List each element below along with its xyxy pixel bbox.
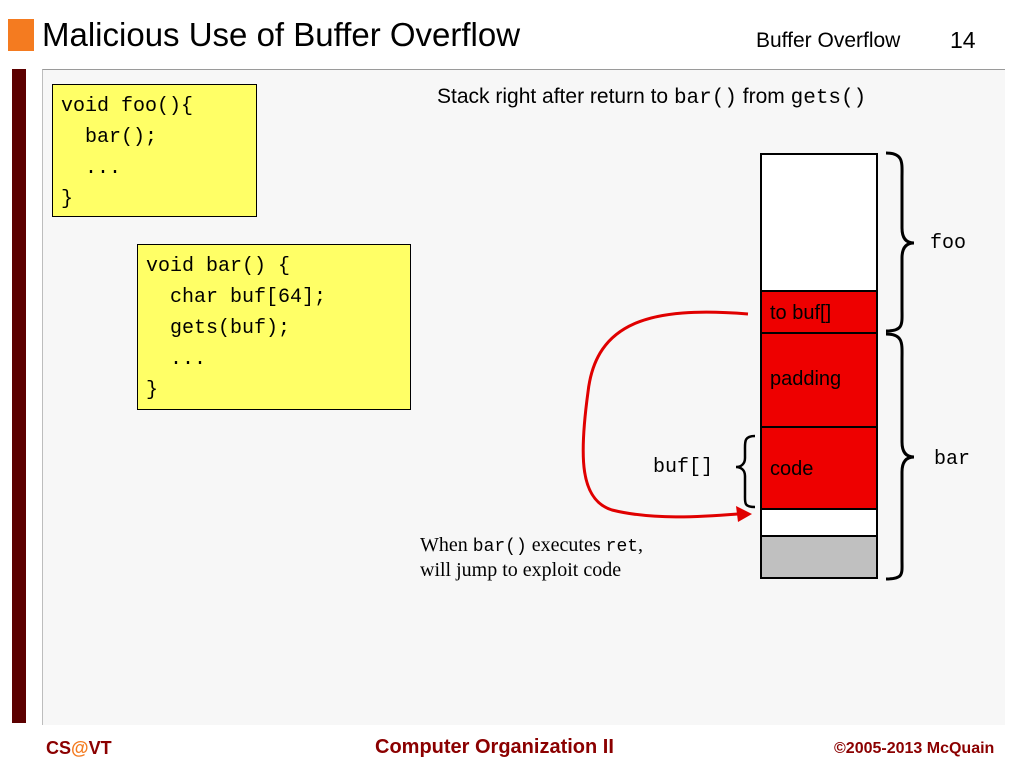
footer-at: @: [71, 738, 89, 758]
stack-frame-foo-area: [760, 153, 878, 292]
buf-brace: [735, 434, 756, 509]
buf-label: buf[]: [653, 456, 714, 479]
padding-label: padding: [770, 368, 842, 390]
footer-left: CS@VT: [46, 738, 112, 759]
caption-prefix: Stack right after return to: [437, 85, 674, 108]
section-name: Buffer Overflow: [756, 29, 901, 52]
stack-code-cell: code: [760, 426, 878, 510]
note-executes: executes: [526, 534, 606, 556]
caption-func-bar: bar(): [673, 87, 737, 110]
return-address-label: to buf[]: [770, 302, 832, 324]
exploit-jump-arrow: [581, 310, 749, 519]
left-accent-bar: [12, 69, 26, 723]
code-label: code: [770, 458, 814, 480]
footer-vt: VT: [88, 738, 112, 758]
note-comma: ,: [638, 534, 644, 556]
arrow-head: [736, 506, 752, 522]
stack-gray-cell: [760, 535, 878, 579]
footer-cs: CS: [46, 738, 72, 758]
code-box-foo: void foo(){ bar(); ... }: [52, 84, 257, 217]
footer-copyright: ©2005-2013 McQuain: [834, 740, 995, 757]
note-func: bar(): [472, 537, 527, 557]
title-accent-square: [8, 19, 34, 51]
bar-brace: [885, 332, 915, 581]
foo-brace: [885, 151, 915, 333]
bar-frame-label: bar: [934, 448, 971, 471]
note-line-1: When bar() executes ret,: [420, 534, 643, 559]
foo-frame-label: foo: [930, 232, 967, 255]
note-line-2: will jump to exploit code: [420, 559, 622, 581]
caption-middle: from: [736, 85, 791, 108]
note-when: When: [420, 534, 473, 556]
caption-func-gets: gets(): [790, 87, 867, 110]
stack-caption: Stack right after return to bar() from g…: [437, 85, 866, 110]
slide-title: Malicious Use of Buffer Overflow: [42, 16, 521, 53]
stack-padding-cell: padding: [760, 332, 878, 428]
note-ret: ret: [605, 537, 639, 557]
page-number: 14: [950, 27, 976, 53]
exploit-note: When bar() executes ret, will jump to ex…: [420, 534, 643, 582]
footer-course-title: Computer Organization II: [375, 736, 614, 758]
code-box-bar: void bar() { char buf[64]; gets(buf); ..…: [137, 244, 411, 410]
